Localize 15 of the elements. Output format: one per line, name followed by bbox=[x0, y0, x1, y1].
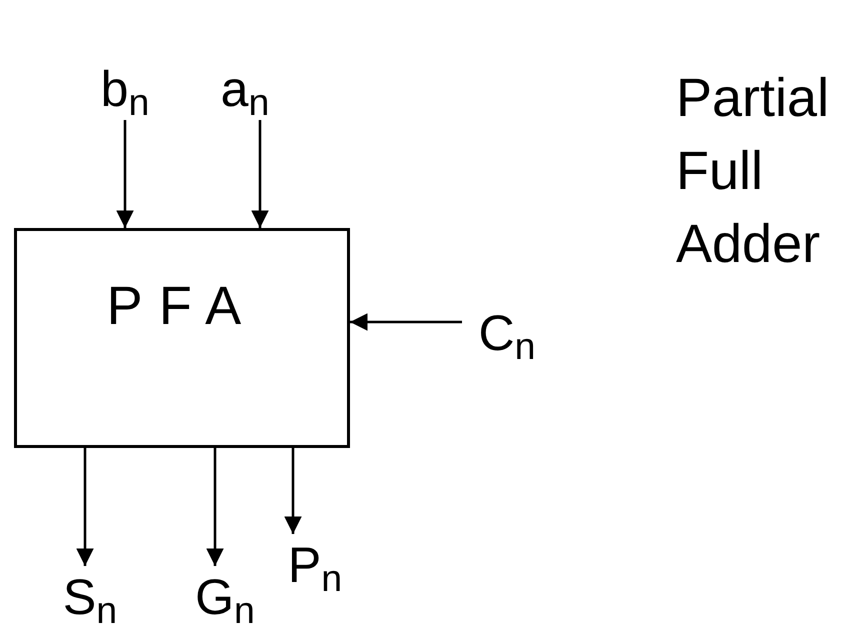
title-note: Partial Full Adder bbox=[676, 67, 830, 276]
arrow bbox=[116, 120, 134, 228]
signal-name: b$_{n}$ bbox=[100, 64, 150, 114]
arrow bbox=[350, 313, 462, 331]
signal-name: C$_{n}$ bbox=[478, 308, 536, 358]
block-box bbox=[14, 228, 350, 448]
arrow bbox=[284, 448, 302, 534]
arrow bbox=[76, 448, 94, 566]
signal-name: S$_{n}$ bbox=[62, 572, 118, 622]
signal-name: G$_{n}$ bbox=[195, 572, 255, 622]
signal-name: P$_{n}$ bbox=[288, 540, 342, 590]
arrow bbox=[251, 120, 269, 228]
signal-name: a$_{n}$ bbox=[220, 64, 270, 114]
block-label: PFA bbox=[106, 274, 258, 338]
arrow bbox=[206, 448, 224, 566]
